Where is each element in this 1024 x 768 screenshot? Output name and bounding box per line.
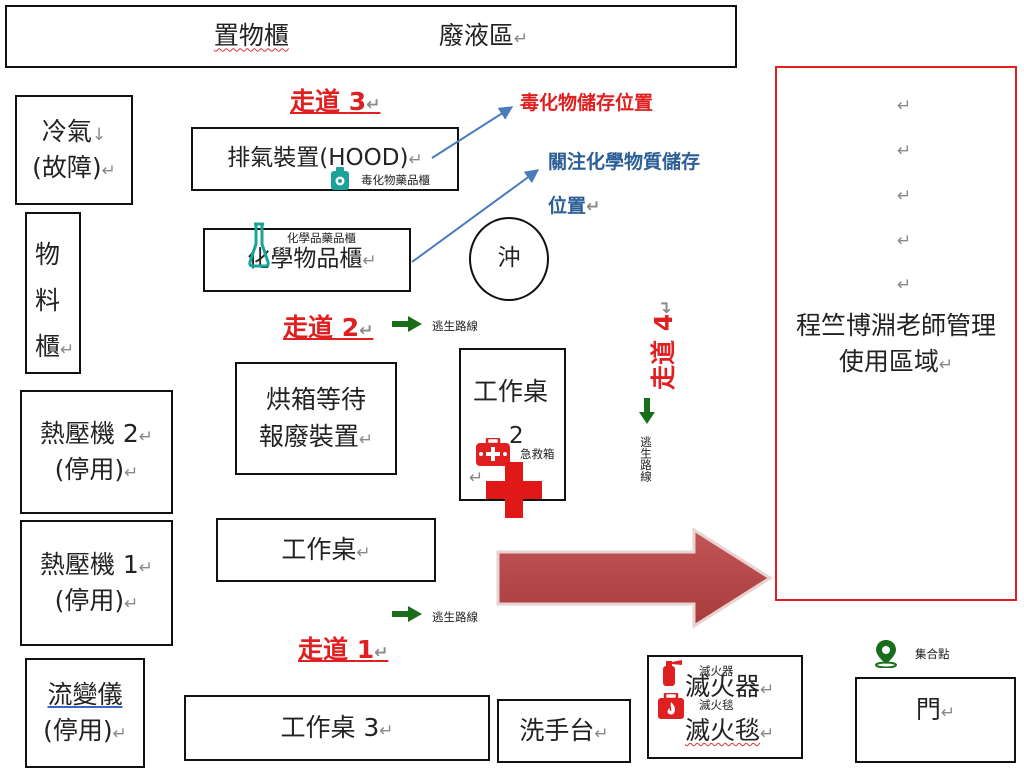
aisle-1-label: 走道 1↵	[298, 635, 389, 664]
red-cross-icon	[486, 462, 542, 518]
sink-label: 洗手台↵	[519, 715, 609, 745]
workbench-2-line1: 工作桌	[473, 377, 549, 406]
concern-storage-line2: 位置↵	[548, 195, 601, 217]
oven-line2: 報廢裝置↵	[258, 421, 374, 451]
area-ret-3: ↵	[897, 186, 912, 206]
aisle-2-label: 走道 2↵	[283, 313, 374, 342]
shelf-waste-area-box: 置物櫃 廢液區↵	[5, 5, 737, 68]
first-aid-kit-icon	[476, 438, 510, 466]
fire-blanket-small-label: 滅火毯	[699, 698, 734, 712]
rheometer-box: 流變儀 (停用)↵	[25, 658, 145, 768]
material-cabinet-char2: 料	[35, 286, 61, 315]
teacher-managed-area: ↵ ↵ ↵ ↵ ↵ 程竺博淵老師管理 使用區域↵	[775, 66, 1017, 601]
escape-route-label-1: 逃生路線	[432, 610, 478, 624]
area-ret-5: ↵	[897, 275, 912, 295]
fire-extinguisher-label: 滅火器↵	[685, 672, 775, 701]
workbench-label: 工作桌↵	[281, 534, 371, 564]
material-cabinet-char3: 櫃↵	[35, 332, 75, 361]
flask-icon	[248, 222, 270, 268]
escape-arrow-right-icon	[392, 316, 422, 332]
aircon-line2: (故障)↵	[32, 153, 116, 182]
direction-arrow	[496, 527, 773, 629]
fire-extinguisher-icon	[663, 660, 682, 686]
workbench-box: 工作桌↵	[216, 518, 436, 582]
toxic-cabinet-icon	[331, 167, 349, 190]
heat-press-2-box: 熱壓機 2↵ (停用)↵	[20, 390, 173, 514]
waste-liquid-label: 廢液區↵	[438, 21, 529, 51]
oven-box: 烘箱等待 報廢裝置↵	[235, 362, 397, 475]
toxic-cabinet-icon-label: 毒化物藥品櫃	[361, 173, 430, 187]
escape-route-label-4: 逃生路線	[639, 436, 653, 482]
workbench-3-label: 工作桌 3↵	[280, 712, 394, 742]
chemical-cabinet-icon-label: 化學品藥品櫃	[287, 230, 356, 246]
workbench-2-ret: ↵	[469, 468, 484, 488]
concern-pointer-arrow	[411, 169, 540, 263]
area-ret-4: ↵	[897, 231, 912, 251]
workbench-2-line2: 2	[509, 423, 524, 449]
escape-arrow-right-icon	[392, 606, 422, 622]
heat-press-1-line2: (停用)↵	[54, 586, 139, 615]
area-ret-2: ↵	[897, 141, 912, 161]
teacher-area-label: 程竺博淵老師管理 使用區域↵	[777, 308, 1015, 381]
concern-storage-line1: 關注化學物質儲存	[548, 151, 701, 173]
teacher-area-line2: 使用區域↵	[838, 347, 954, 377]
aircon-line1: 冷氣↓	[41, 116, 107, 146]
heat-press-2-line1: 熱壓機 2↵	[39, 418, 154, 448]
material-cabinet-box: 物 料 櫃↵	[25, 212, 81, 374]
fire-blanket-icon	[658, 693, 684, 719]
fume-hood-box: 排氣裝置(HOOD)↵	[191, 127, 459, 191]
fume-hood-label: 排氣裝置(HOOD)↵	[227, 145, 423, 172]
emergency-shower: 沖	[469, 217, 549, 301]
rheometer-line2: (停用)↵	[43, 716, 127, 745]
area-ret-1: ↵	[897, 96, 912, 116]
first-aid-label: 急救箱	[520, 447, 555, 461]
fire-blanket-label: 滅火毯↵	[685, 716, 775, 745]
material-cabinet-char1: 物	[35, 240, 61, 269]
escape-route-label-2: 逃生路線	[432, 319, 478, 333]
rheometer-line1: 流變儀	[47, 679, 123, 709]
sink-box: 洗手台↵	[497, 699, 631, 763]
escape-arrow-down-icon	[639, 398, 655, 424]
toxic-storage-label: 毒化物儲存位置	[520, 92, 654, 114]
shelf-waste-row: 置物櫃 廢液區↵	[214, 18, 528, 54]
door-box: 門↵	[855, 677, 1016, 763]
heat-press-1-line1: 熱壓機 1↵	[39, 549, 154, 579]
shelf-label: 置物櫃	[213, 21, 289, 51]
fire-extinguisher-small-label: 滅火器	[699, 664, 734, 678]
assembly-point-label: 集合點	[915, 647, 950, 661]
concern-storage-label: 關注化學物質儲存 位置↵	[548, 140, 700, 229]
oven-line1: 烘箱等待	[265, 385, 366, 415]
air-conditioner-box: 冷氣↓ (故障)↵	[15, 95, 133, 205]
teacher-area-line1: 程竺博淵老師管理	[795, 311, 996, 340]
location-pin-icon	[875, 640, 897, 668]
workbench-3-box: 工作桌 3↵	[184, 695, 490, 761]
aisle-3-label: 走道 3↵	[290, 87, 381, 116]
toxic-pointer-arrow	[431, 106, 514, 159]
heat-press-2-line2: (停用)↵	[54, 455, 139, 484]
heat-press-1-box: 熱壓機 1↵ (停用)↵	[20, 520, 173, 646]
door-label: 門↵	[915, 694, 956, 724]
